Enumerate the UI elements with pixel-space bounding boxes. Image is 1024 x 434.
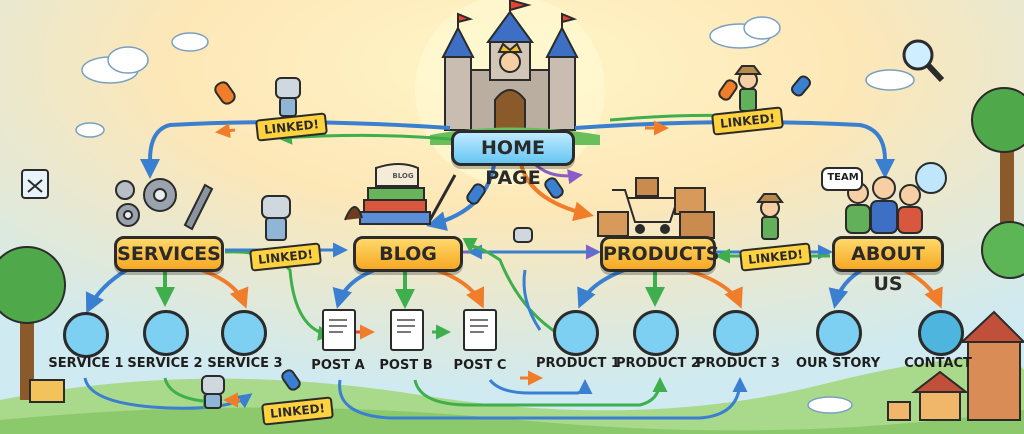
post-c-label[interactable]: POST C bbox=[453, 358, 507, 373]
service-3-icon[interactable] bbox=[221, 310, 267, 356]
product-1-icon[interactable] bbox=[553, 310, 599, 356]
service-1-icon[interactable] bbox=[63, 312, 109, 358]
castle-icon bbox=[441, 0, 579, 131]
magnifier-icon bbox=[902, 39, 945, 83]
product-2-icon[interactable] bbox=[633, 310, 679, 356]
product-3-label[interactable]: PRODUCT 3 bbox=[696, 356, 780, 371]
product-1-label[interactable]: PRODUCT 1 bbox=[536, 356, 620, 371]
product-3-icon[interactable] bbox=[713, 310, 759, 356]
robot-icon bbox=[201, 77, 533, 409]
tree-icon bbox=[0, 87, 1024, 400]
explorer-icon bbox=[734, 65, 784, 240]
books-icon bbox=[344, 163, 457, 225]
service-2-label[interactable]: SERVICE 2 bbox=[127, 356, 203, 371]
about-us-node[interactable]: ABOUT US bbox=[832, 236, 944, 295]
blog-node[interactable]: BLOG bbox=[353, 236, 463, 272]
post-c-document-icon[interactable] bbox=[463, 309, 497, 351]
contact-label[interactable]: CONTACT bbox=[904, 356, 972, 371]
blog-scroll-label: BLOG bbox=[392, 172, 414, 180]
post-b-document-icon[interactable] bbox=[390, 309, 424, 351]
post-b-label[interactable]: POST B bbox=[379, 358, 433, 373]
home-page-node[interactable]: HOME PAGE bbox=[451, 130, 575, 189]
gear-icon bbox=[115, 178, 214, 231]
service-3-label[interactable]: SERVICE 3 bbox=[207, 356, 283, 371]
products-node[interactable]: PRODUCTS bbox=[600, 236, 720, 272]
phone-icon[interactable] bbox=[918, 310, 964, 356]
product-2-label[interactable]: PRODUCT 2 bbox=[616, 356, 700, 371]
post-a-document-icon[interactable] bbox=[322, 309, 356, 351]
house-icon bbox=[887, 310, 1024, 421]
team-badge: TEAM bbox=[827, 172, 859, 183]
our-story-label[interactable]: OUR STORY bbox=[796, 356, 881, 371]
service-1-label[interactable]: SERVICE 1 bbox=[48, 356, 124, 371]
team-icon bbox=[821, 162, 947, 234]
post-a-label[interactable]: POST A bbox=[311, 358, 365, 373]
services-node[interactable]: SERVICES bbox=[114, 236, 224, 272]
our-story-document-icon[interactable] bbox=[816, 310, 862, 356]
service-2-icon[interactable] bbox=[143, 310, 189, 356]
link-icon bbox=[214, 75, 811, 391]
